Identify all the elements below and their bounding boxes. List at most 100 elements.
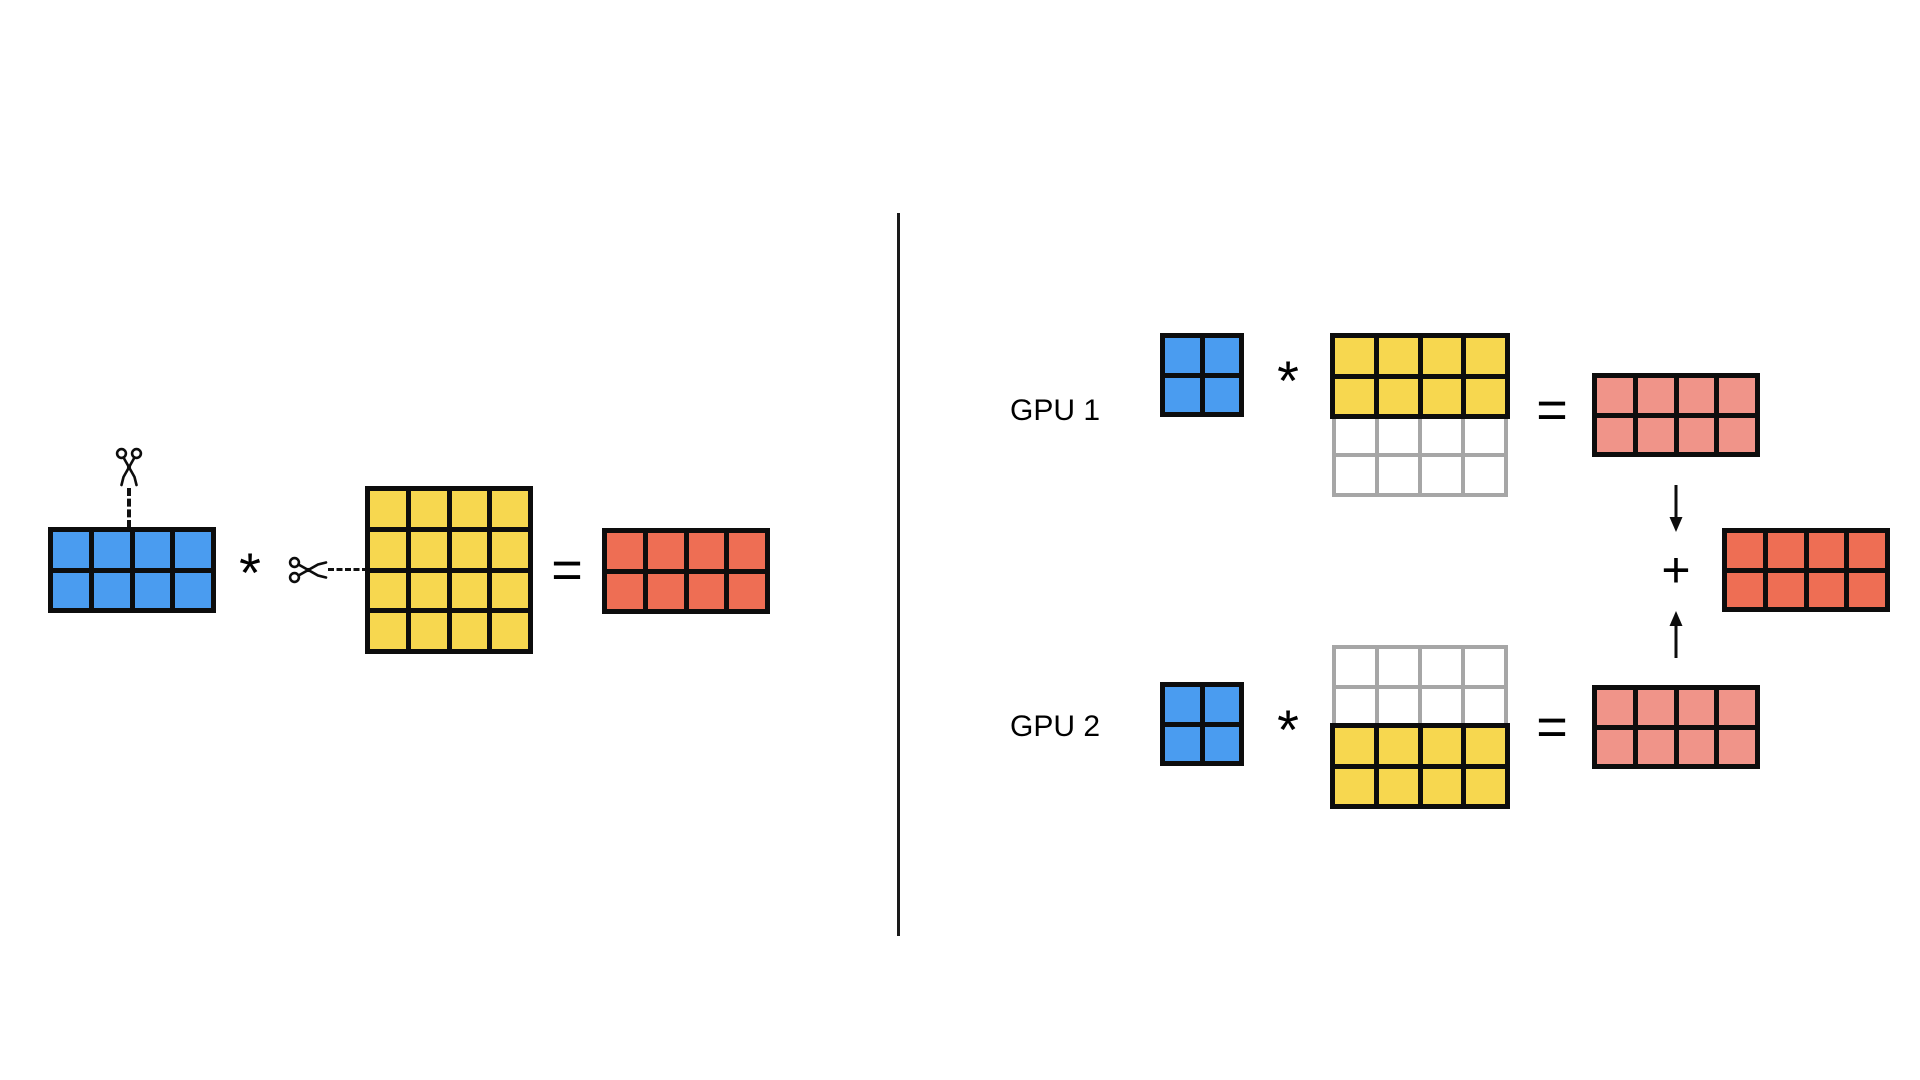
matrix-cell: [1597, 729, 1633, 764]
matrix-cell: [1422, 728, 1462, 764]
matrix-cell: [1637, 417, 1674, 452]
equals-operator: =: [551, 540, 583, 600]
matrix-cell: [492, 491, 528, 527]
arrow-down-icon: [1669, 485, 1683, 532]
matrix-cell: [1678, 729, 1715, 764]
matrix-cell: [134, 532, 171, 568]
matrix-cell: [1637, 378, 1674, 413]
matrix-cell: [1335, 378, 1374, 414]
matrix-cell: [1204, 377, 1239, 412]
matrix-cell: [1379, 689, 1418, 725]
matrix-cell: [1808, 572, 1845, 607]
gpu-2-weight-matrix: [1330, 645, 1510, 809]
left-panel: *: [0, 0, 898, 1080]
matrix-cell: [1379, 649, 1418, 685]
matrix-cell: [1466, 768, 1505, 804]
matrix-cell: [1678, 417, 1715, 452]
matrix-cell: [688, 573, 725, 609]
weight-active-block: [1330, 333, 1510, 419]
matrix-cell: [729, 533, 765, 569]
cut-line-horizontal: [328, 568, 368, 571]
yellow-weight-matrix: [365, 486, 533, 654]
matrix-cell: [1727, 572, 1763, 607]
gpu-2-output-matrix: [1592, 685, 1760, 769]
matrix-cell: [1378, 728, 1418, 764]
matrix-cell: [1767, 572, 1804, 607]
arrow-up-icon: [1669, 611, 1683, 658]
matrix-cell: [1597, 690, 1633, 725]
gpu-2-label: GPU 2: [1010, 710, 1101, 743]
matrix-cell: [1204, 726, 1239, 761]
matrix-cell: [93, 532, 130, 568]
matrix-cell: [1204, 687, 1239, 722]
scissors-icon-horizontal: [288, 556, 328, 584]
matrix-cell: [1378, 768, 1418, 804]
gpu-2-equals-operator: =: [1536, 697, 1568, 757]
matrix-cell: [1465, 649, 1504, 685]
gpu-2-input-matrix: [1160, 682, 1244, 766]
right-panel: GPU 1 *: [898, 0, 1920, 1080]
matrix-cell: [1719, 417, 1755, 452]
matrix-cell: [1422, 649, 1461, 685]
matrix-cell: [410, 491, 447, 527]
scissors-icon-vertical: [115, 447, 143, 487]
gpu-1-output-matrix: [1592, 373, 1760, 457]
matrix-cell: [1336, 457, 1375, 493]
matrix-cell: [1465, 417, 1504, 453]
matrix-cell: [1849, 572, 1885, 607]
matrix-cell: [451, 572, 488, 609]
matrix-cell: [1336, 689, 1375, 725]
reduced-result-matrix: [1722, 528, 1890, 612]
matrix-cell: [1637, 729, 1674, 764]
matrix-cell: [1336, 649, 1375, 685]
matrix-cell: [370, 531, 406, 568]
matrix-cell: [1422, 417, 1461, 453]
gpu-1-equals-operator: =: [1536, 380, 1568, 440]
matrix-cell: [370, 572, 406, 609]
matrix-cell: [1719, 378, 1755, 413]
matrix-cell: [53, 532, 89, 568]
weight-active-block: [1330, 723, 1510, 809]
matrix-cell: [410, 613, 447, 649]
matrix-cell: [1422, 689, 1461, 725]
matrix-cell: [1165, 726, 1200, 761]
matrix-cell: [1678, 690, 1715, 725]
matrix-cell: [1597, 417, 1633, 452]
matrix-cell: [134, 572, 171, 608]
matrix-cell: [492, 572, 528, 609]
matrix-cell: [607, 573, 643, 609]
gpu-1-weight-matrix: [1330, 333, 1510, 497]
matrix-cell: [1808, 533, 1845, 568]
matrix-cell: [370, 491, 406, 527]
matrix-cell: [1719, 729, 1755, 764]
matrix-cell: [1336, 417, 1375, 453]
matrix-cell: [1678, 378, 1715, 413]
matrix-cell: [1422, 768, 1462, 804]
red-output-matrix: [602, 528, 770, 614]
matrix-cell: [410, 531, 447, 568]
matrix-cell: [451, 531, 488, 568]
matrix-cell: [1335, 728, 1374, 764]
matrix-cell: [1422, 457, 1461, 493]
matrix-cell: [647, 573, 684, 609]
cut-line-vertical: [127, 488, 131, 528]
gpu-1-input-matrix: [1160, 333, 1244, 417]
matrix-cell: [1465, 457, 1504, 493]
matrix-cell: [53, 572, 89, 608]
gpu-1-label: GPU 1: [1010, 394, 1101, 427]
matrix-cell: [1422, 338, 1462, 374]
matrix-cell: [1849, 533, 1885, 568]
panel-divider: [897, 213, 900, 936]
matrix-cell: [607, 533, 643, 569]
matrix-cell: [1165, 377, 1200, 412]
matrix-cell: [1165, 338, 1200, 373]
matrix-cell: [1727, 533, 1763, 568]
matrix-cell: [1335, 768, 1374, 804]
matrix-cell: [175, 532, 211, 568]
matrix-cell: [1466, 728, 1505, 764]
matrix-cell: [175, 572, 211, 608]
matrix-cell: [1204, 338, 1239, 373]
matrix-cell: [1422, 378, 1462, 414]
matrix-cell: [93, 572, 130, 608]
